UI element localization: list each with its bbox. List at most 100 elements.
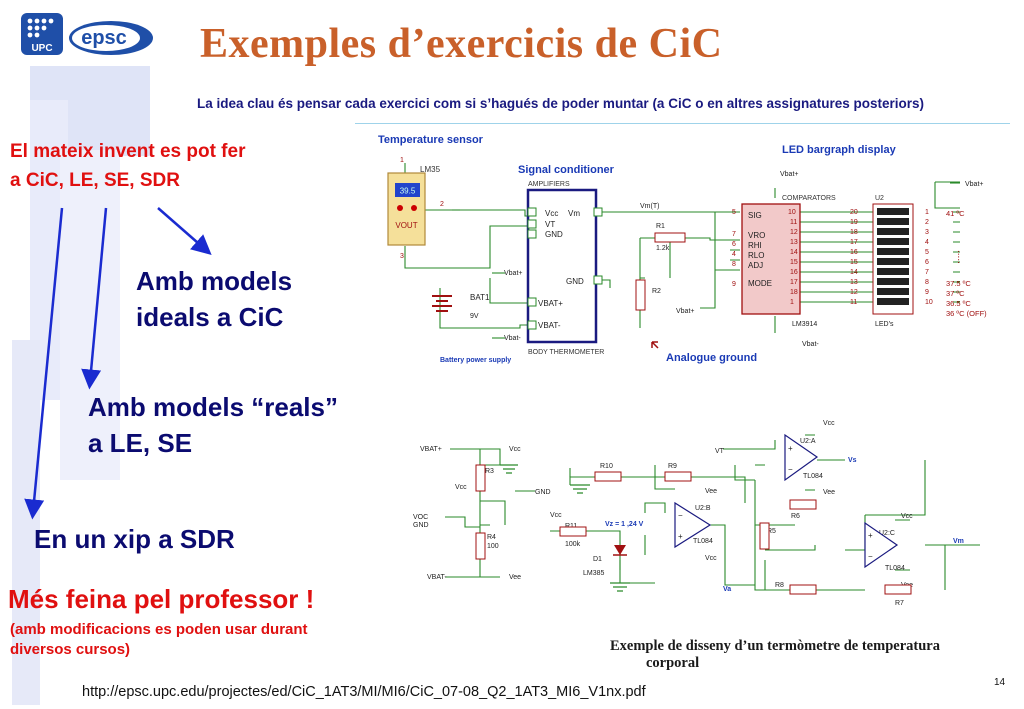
more-work-text: Més feina pel professor !	[8, 584, 315, 614]
svg-text:VRO: VRO	[748, 231, 765, 240]
svg-text:epsc: epsc	[81, 27, 127, 49]
svg-text:18: 18	[790, 289, 798, 296]
svg-text:Vbat+: Vbat+	[965, 181, 984, 188]
svg-text:Vbat+: Vbat+	[780, 171, 799, 178]
svg-text:VBAT-: VBAT-	[427, 574, 447, 581]
svg-text:9: 9	[732, 281, 736, 288]
svg-text:U2:C: U2:C	[879, 530, 895, 537]
svg-text:Vm: Vm	[568, 209, 580, 218]
svg-text:GND: GND	[566, 277, 584, 286]
top-schematic: Temperature sensor 1 LM35 39.5 VOUT 2 3 …	[370, 128, 1020, 372]
svg-text:12: 12	[790, 229, 798, 236]
bottom-schematic: VBAT+ Vcc R3 Vcc GND VOC GND R4 100 VBAT…	[405, 405, 1015, 630]
svg-text:ADJ: ADJ	[748, 261, 763, 270]
svg-text:9: 9	[925, 289, 929, 296]
svg-text:R5: R5	[767, 528, 776, 535]
svg-text:9V: 9V	[470, 313, 479, 320]
svg-text:7: 7	[925, 269, 929, 276]
decorative-block	[12, 340, 40, 705]
svg-text:GND: GND	[545, 230, 563, 239]
svg-text:Vm: Vm	[953, 538, 964, 545]
svg-text:Vcc: Vcc	[509, 446, 521, 453]
svg-text:10: 10	[925, 299, 933, 306]
svg-text:VOC: VOC	[413, 514, 428, 521]
svg-text:+: +	[868, 531, 873, 540]
svg-text:Vbat-: Vbat-	[802, 341, 819, 348]
svg-text:8: 8	[925, 279, 929, 286]
svg-text:2: 2	[925, 219, 929, 226]
figure-caption: Exemple de disseny d’un termòmetre de te…	[610, 638, 940, 671]
upc-logo: UPC	[21, 13, 63, 55]
svg-text:36 ºC (OFF): 36 ºC (OFF)	[946, 309, 987, 318]
svg-text:4: 4	[925, 239, 929, 246]
svg-text:U2: U2	[875, 195, 884, 202]
svg-text:15: 15	[850, 259, 858, 266]
svg-text:Vm(T): Vm(T)	[640, 203, 659, 210]
svg-text:1: 1	[925, 209, 929, 216]
svg-text:100: 100	[487, 543, 499, 550]
svg-text:D1: D1	[593, 556, 602, 563]
svg-text:Temperature sensor: Temperature sensor	[378, 134, 484, 146]
svg-text:Vbat+: Vbat+	[504, 270, 523, 277]
svg-text:LM385: LM385	[583, 570, 605, 577]
svg-text:BAT1: BAT1	[470, 293, 490, 302]
arrow-to-ideal	[157, 207, 212, 255]
svg-text:19: 19	[850, 219, 858, 226]
svg-text:R9: R9	[668, 463, 677, 470]
svg-text:Signal conditioner: Signal conditioner	[518, 164, 615, 176]
svg-text:4: 4	[732, 251, 736, 258]
svg-text:100k: 100k	[565, 541, 581, 548]
real-models-text: Amb models “reals” a LE, SE	[88, 392, 338, 458]
svg-text:8: 8	[732, 261, 736, 268]
svg-text:Vcc: Vcc	[823, 420, 835, 427]
svg-text:1.2k: 1.2k	[656, 245, 670, 252]
svg-text:VT: VT	[715, 448, 725, 455]
svg-text:R4: R4	[487, 534, 496, 541]
svg-text:14: 14	[790, 249, 798, 256]
svg-text:5: 5	[732, 209, 736, 216]
svg-text:VBAT-: VBAT-	[538, 321, 561, 330]
page-subtitle: La idea clau és pensar cada exercici com…	[197, 96, 925, 111]
divider	[355, 123, 1010, 124]
svg-text:1: 1	[400, 157, 404, 164]
svg-text:Analogue ground: Analogue ground	[666, 352, 757, 364]
svg-text:UPC: UPC	[31, 43, 52, 54]
svg-text:TL084: TL084	[885, 565, 905, 572]
svg-text:36.5 ºC: 36.5 ºC	[946, 299, 971, 308]
svg-text:Va: Va	[723, 586, 731, 593]
svg-text:GND: GND	[413, 522, 429, 529]
svg-text:VBAT+: VBAT+	[420, 446, 442, 453]
svg-text:5: 5	[925, 249, 929, 256]
svg-text:−: −	[868, 552, 873, 561]
svg-text:BODY THERMOMETER: BODY THERMOMETER	[528, 349, 604, 356]
svg-text:20: 20	[850, 209, 858, 216]
svg-text:11: 11	[790, 219, 797, 226]
svg-text:Vz = 1 ,24 V: Vz = 1 ,24 V	[605, 521, 644, 528]
svg-text:R2: R2	[652, 288, 661, 295]
svg-text:39.5: 39.5	[400, 187, 416, 196]
svg-text:10: 10	[788, 209, 796, 216]
svg-text:R10: R10	[600, 463, 613, 470]
svg-text:Vs: Vs	[848, 457, 857, 464]
svg-text:17: 17	[790, 279, 798, 286]
arrow-to-real	[81, 207, 108, 390]
svg-text:R6: R6	[791, 513, 800, 520]
svg-text:−: −	[678, 511, 683, 520]
source-url-link[interactable]: http://epsc.upc.edu/projectes/ed/CiC_1AT…	[82, 684, 646, 700]
svg-text:VT: VT	[545, 220, 555, 229]
arrow-to-chip	[24, 207, 64, 520]
svg-text:15: 15	[790, 259, 798, 266]
svg-text:MODE: MODE	[748, 279, 772, 288]
svg-text:U2:B: U2:B	[695, 505, 711, 512]
epsc-logo: epsc	[69, 21, 153, 55]
modifications-text: (amb modificacions es poden usar durant …	[10, 621, 308, 658]
svg-text:R3: R3	[485, 468, 494, 475]
svg-text:Vcc: Vcc	[901, 513, 913, 520]
svg-text:16: 16	[850, 249, 858, 256]
svg-text:U2:A: U2:A	[800, 438, 816, 445]
chip-text: En un xip a SDR	[34, 524, 235, 554]
svg-text:17: 17	[850, 239, 858, 246]
svg-text:.....: .....	[955, 250, 966, 264]
arrows	[24, 207, 212, 520]
svg-text:Vcc: Vcc	[550, 512, 562, 519]
